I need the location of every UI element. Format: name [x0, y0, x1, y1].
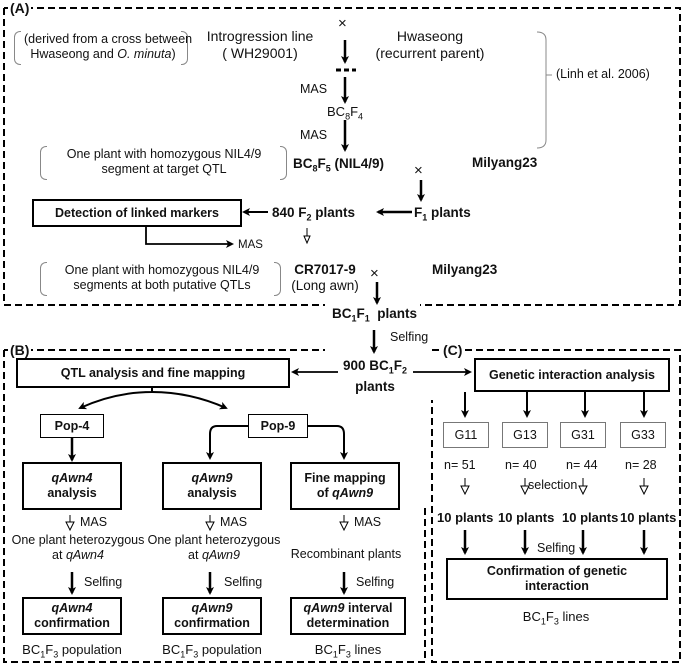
mas-label-b2: MAS	[220, 515, 248, 529]
bc1f3-population-2: BC1F3 population	[162, 642, 262, 660]
both-bracket	[40, 262, 47, 296]
selfing-label-top: Selfing	[390, 330, 429, 344]
citation: (Linh et al. 2006)	[556, 67, 650, 81]
f2-plants-label: 840 F2 plants	[272, 205, 356, 223]
genetic-interaction-box: Genetic interaction analysis	[474, 358, 670, 392]
mas-label-b3: MAS	[354, 515, 382, 529]
bc1f3-lines-b: BC1F3 lines	[314, 642, 382, 660]
group-g31-box: G31	[560, 422, 606, 448]
detection-linked-markers-box: Detection of linked markers	[32, 199, 242, 227]
cr7017-label: CR7017-9(Long awn)	[291, 262, 359, 293]
bc1f3-lines-c: BC1F3 lines	[522, 609, 590, 627]
frame-a	[3, 7, 681, 306]
bc8f5-nil-label: BC8F5 (NIL4/9)	[293, 156, 385, 174]
selfing-label-b1: Selfing	[84, 575, 123, 589]
derived-note: (derived from a cross between Hwaseong a…	[24, 32, 193, 61]
group-g33-box: G33	[620, 422, 666, 448]
selection-label: selection	[528, 478, 578, 492]
section-b-label: (B)	[8, 342, 32, 358]
mas-label-3: MAS	[238, 239, 263, 251]
hwaseong-parent: Hwaseong(recurrent parent)	[375, 28, 485, 61]
selfing-label-b2: Selfing	[224, 575, 263, 589]
mas-label-2: MAS	[300, 128, 328, 142]
frame-b	[3, 349, 426, 663]
recombinant-plants: Recombinant plants	[290, 547, 402, 561]
selfing-label-c: Selfing	[537, 541, 576, 555]
g11-plants: 10 plants	[437, 510, 494, 525]
milyang23-label-1: Milyang23	[472, 155, 538, 170]
g33-plants: 10 plants	[620, 510, 677, 525]
g13-plants: 10 plants	[498, 510, 555, 525]
bc1f1-plants-label: BC1F1 plants	[330, 306, 420, 327]
cross-symbol-2: ×	[414, 162, 423, 179]
cross-symbol-3: ×	[370, 265, 379, 282]
cross-symbol-1: ×	[338, 15, 347, 32]
selfing-label-b3: Selfing	[356, 575, 395, 589]
group-g13-box: G13	[502, 422, 548, 448]
g33-count: n= 28	[625, 458, 657, 472]
pop9-box: Pop-9	[248, 414, 308, 438]
g31-count: n= 44	[566, 458, 598, 472]
section-a-label: (A)	[8, 0, 32, 16]
frame-c	[431, 349, 681, 663]
f1-plants-label: F1 plants	[414, 205, 471, 223]
bc8f4-label: BC8F4	[327, 104, 364, 122]
qtl-analysis-box: QTL analysis and fine mapping	[16, 358, 290, 388]
g31-plants: 10 plants	[562, 510, 619, 525]
introgression-line: Introgression line( WH29001)	[206, 28, 314, 61]
g11-count: n= 51	[444, 458, 476, 472]
group-g11-box: G11	[443, 422, 489, 448]
derived-bracket	[14, 31, 21, 65]
section-c-label: (C)	[441, 342, 465, 358]
mas-label-1: MAS	[300, 82, 328, 96]
nil-bracket	[40, 146, 47, 180]
pop4-box: Pop-4	[40, 414, 104, 438]
bc1f3-population-1: BC1F3 population	[22, 642, 122, 660]
nil-bracket-right	[280, 146, 287, 180]
g13-count: n= 40	[505, 458, 537, 472]
mas-label-b1: MAS	[80, 515, 108, 529]
milyang23-label-2: Milyang23	[432, 262, 498, 277]
